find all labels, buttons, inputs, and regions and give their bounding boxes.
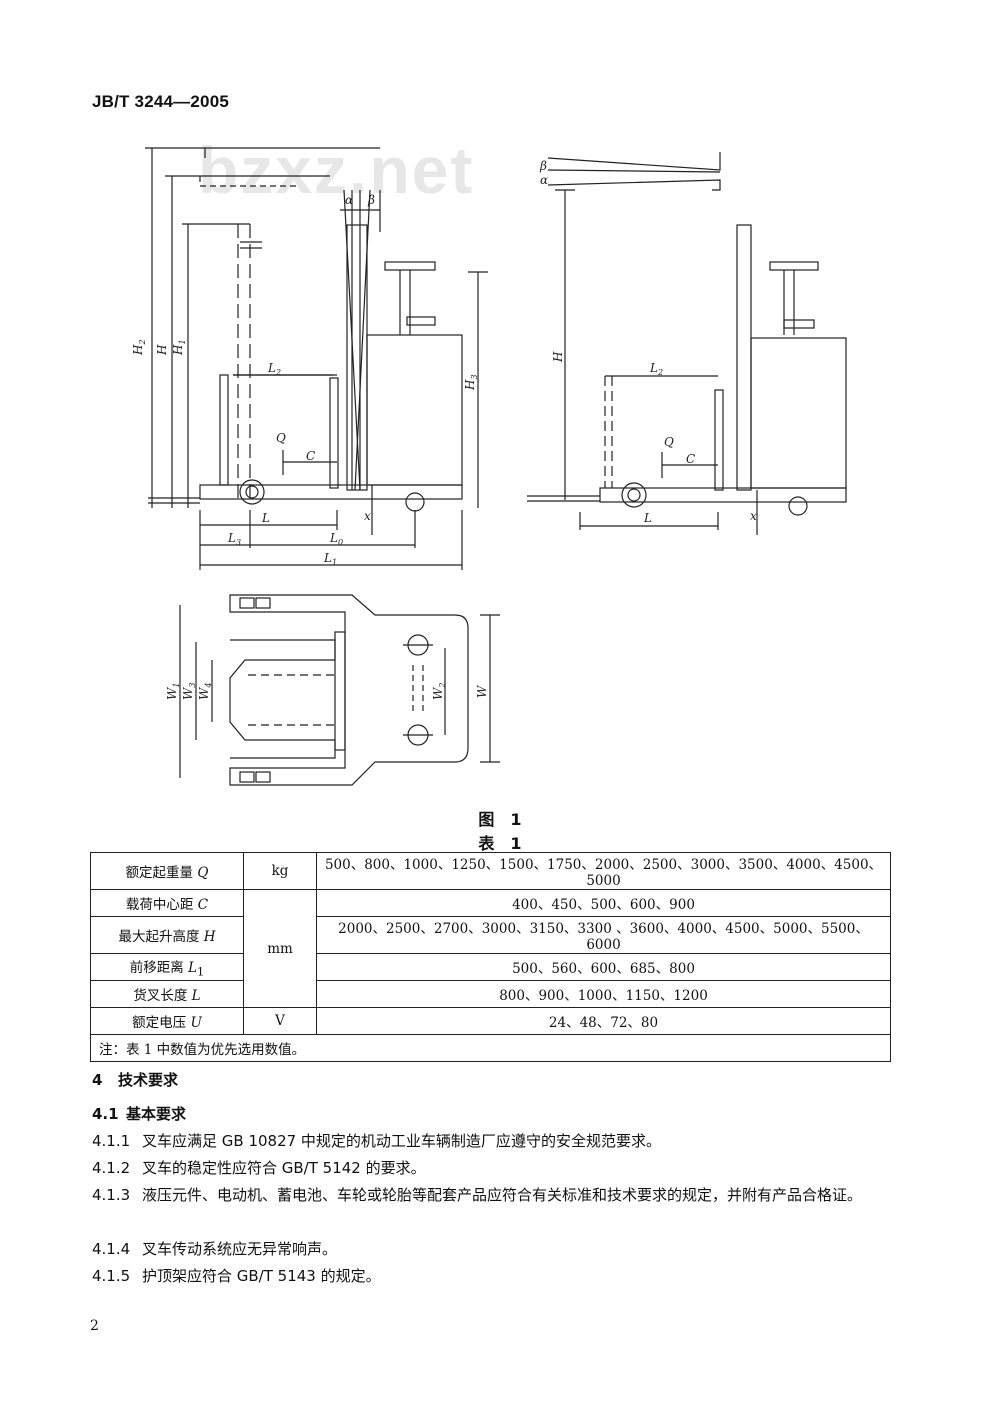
label-H1: H1 — [171, 339, 187, 356]
label-Q: Q — [276, 431, 286, 445]
table-note-row: 注：表 1 中数值为优先选用数值。 — [90, 1034, 891, 1062]
label-right-Q: Q — [664, 435, 674, 449]
row-label: 额定起重量 Q — [90, 852, 244, 890]
label-right-H: H — [551, 351, 565, 363]
row-unit: kg — [243, 852, 317, 890]
table-row: 货叉长度 L 800、900、1000、1150、1200 — [90, 980, 891, 1008]
watermark: bzxz.net — [198, 133, 475, 207]
row-values: 2000、2500、2700、3000、3150、3300 、3600、4000… — [316, 916, 891, 954]
spec-table: 额定起重量 Q kg 500、800、1000、1250、1500、1750、2… — [90, 852, 891, 1062]
label-beta: β — [367, 193, 375, 207]
label-L: L — [261, 511, 270, 525]
label-W3: W3 — [181, 683, 197, 700]
row-values: 500、800、1000、1250、1500、1750、2000、2500、30… — [316, 852, 891, 890]
forklift-drawing: H2 H H1 H3 L2 Q C L L3 L0 L1 x α β W1 W3… — [131, 147, 847, 786]
figure-caption: 图 1 — [478, 810, 522, 829]
label-right-x: x — [750, 509, 757, 523]
label-H2: H2 — [131, 339, 147, 356]
table-row: 额定电压 U V 24、48、72、80 — [90, 1007, 891, 1035]
label-L3: L3 — [227, 531, 241, 547]
label-H: H — [155, 344, 169, 356]
label-H3: H3 — [463, 374, 479, 391]
row-unit: V — [243, 1007, 317, 1035]
row-values: 400、450、500、600、900 — [316, 889, 891, 917]
label-right-L2: L2 — [649, 361, 663, 377]
table-row: 载荷中心距 C mm 400、450、500、600、900 — [90, 889, 891, 1008]
table-caption: 表 1 — [478, 834, 522, 853]
label-right-L: L — [643, 511, 652, 525]
row-label: 最大起升高度 H — [90, 916, 244, 954]
row-values: 800、900、1000、1150、1200 — [316, 980, 891, 1008]
row-values: 24、48、72、80 — [316, 1007, 891, 1035]
row-label: 前移距离 L1 — [90, 953, 244, 981]
row-label: 额定电压 U — [90, 1007, 244, 1035]
label-right-C: C — [686, 452, 695, 466]
standard-code: JB/T 3244—2005 — [92, 92, 229, 111]
table-note: 注：表 1 中数值为优先选用数值。 — [90, 1034, 891, 1062]
page-number: 2 — [90, 1318, 99, 1334]
table-row: 最大起升高度 H 2000、2500、2700、3000、3150、3300 、… — [90, 916, 891, 954]
label-L2: L2 — [267, 361, 281, 377]
label-W: W — [475, 684, 489, 698]
table-row: 前移距离 L1 500、560、600、685、800 — [90, 953, 891, 981]
row-unit: mm — [243, 889, 317, 1008]
label-L1: L1 — [323, 551, 337, 567]
label-W4: W4 — [197, 683, 213, 700]
label-C: C — [306, 449, 315, 463]
label-x: x — [364, 509, 371, 523]
row-label: 货叉长度 L — [90, 980, 244, 1008]
row-values: 500、560、600、685、800 — [316, 953, 891, 981]
label-right-alpha: α — [540, 173, 548, 187]
label-alpha: α — [345, 193, 353, 207]
label-W1: W1 — [165, 683, 181, 700]
row-label: 载荷中心距 C — [90, 889, 244, 917]
table-row: 额定起重量 Q kg 500、800、1000、1250、1500、1750、2… — [90, 852, 891, 890]
label-right-beta: β — [539, 159, 547, 173]
label-W2: W2 — [431, 683, 447, 700]
label-L0: L0 — [329, 531, 343, 547]
